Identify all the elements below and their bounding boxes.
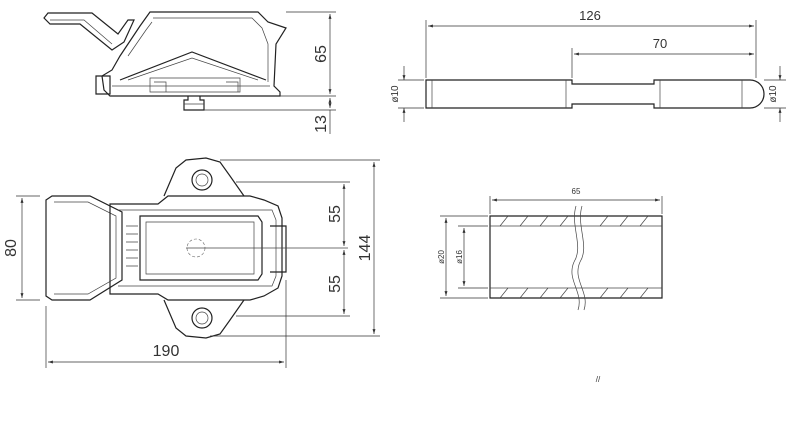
- pin-view: 126 70 ø10 ø10: [390, 8, 786, 122]
- tube-view: 65 ø20 ø16: [437, 187, 663, 311]
- dim-top-height: 144: [357, 235, 374, 262]
- dim-side-lower: 13: [313, 115, 330, 133]
- dim-tube-inner: ø16: [455, 250, 464, 264]
- dim-top-length: 190: [153, 343, 180, 360]
- dim-top-width-lower: 55: [327, 275, 344, 293]
- dim-top-width: 55: [327, 205, 344, 223]
- dim-tube-length: 65: [572, 187, 581, 196]
- dim-pin-dia-left: ø10: [390, 85, 401, 103]
- dim-pin-partial: 70: [653, 36, 667, 51]
- dim-side-height: 65: [313, 45, 330, 63]
- top-view: 80 55 55 144 190: [3, 157, 380, 368]
- dim-pin-length: 126: [579, 8, 601, 23]
- stray-mark: //: [596, 375, 601, 384]
- dim-pin-dia-right: ø10: [768, 85, 779, 103]
- dim-tube-outer: ø20: [437, 250, 446, 264]
- dim-top-handle: 80: [3, 239, 20, 257]
- side-view: 65 13: [43, 11, 336, 134]
